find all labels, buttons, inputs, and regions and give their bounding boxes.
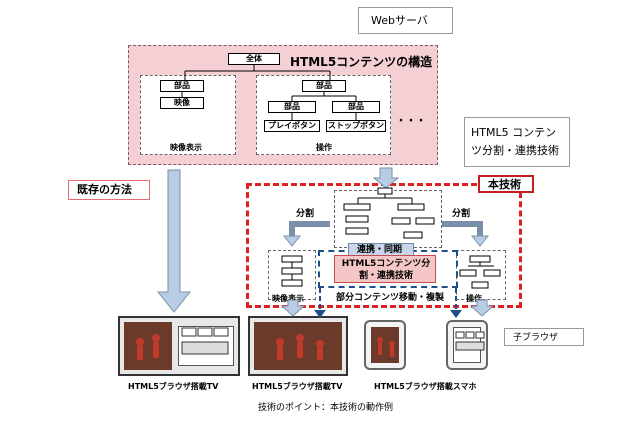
phone-caption: HTML5ブラウザ搭載スマホ — [374, 382, 477, 391]
child-browser-label: 子ブラウザ — [513, 333, 559, 343]
split-left-label: 分割 — [296, 209, 315, 219]
stop-button-node: ストップボタン — [326, 120, 386, 132]
tech-label: HTML5 コンテンツ分割・連携技術 — [471, 126, 559, 157]
play-parts-node: 部品 — [268, 101, 316, 113]
video-display-label: 映像表示 — [272, 294, 304, 303]
left-video-node: 映像 — [160, 97, 204, 109]
stop-parts-node: 部品 — [332, 101, 380, 113]
tv1-screen — [124, 322, 172, 370]
split-right-label: 分割 — [452, 209, 471, 219]
left-group-caption: 映像表示 — [170, 143, 202, 152]
web-server-label: Webサーバ — [371, 14, 428, 27]
center-arrow — [372, 167, 400, 189]
right-group-box — [256, 75, 391, 155]
operation-label: 操作 — [466, 294, 482, 303]
center-tech-label: HTML5コンテンツ分割・連携技術 — [341, 259, 431, 281]
right-group-caption: 操作 — [316, 143, 332, 152]
partial-move-label: 部分コンテンツ移動・複製 — [336, 293, 445, 303]
center-tech-box: HTML5コンテンツ分割・連携技術 — [334, 255, 436, 283]
tv2-caption: HTML5ブラウザ搭載TV — [252, 382, 343, 391]
this-tech-label: 本技術 — [488, 178, 521, 191]
structure-title: HTML5コンテンツの構造 — [290, 55, 433, 69]
ellipsis: ・・・ — [396, 116, 426, 127]
existing-method-box: 既存の方法 — [68, 180, 150, 200]
tech-label-box: HTML5 コンテンツ分割・連携技術 — [464, 117, 570, 167]
tv1-caption: HTML5ブラウザ搭載TV — [128, 382, 219, 391]
this-tech-label-box: 本技術 — [478, 175, 534, 193]
existing-method-label: 既存の方法 — [77, 183, 132, 196]
root-node: 全体 — [228, 53, 280, 65]
figure-caption: 技術のポイント：本技術の動作例 — [258, 403, 394, 413]
phone-frame — [364, 320, 406, 370]
existing-arrow — [156, 169, 192, 313]
play-button-node: プレイボタン — [264, 120, 320, 132]
sync-label: 連携・同期 — [357, 245, 403, 255]
child-browser-box: 子ブラウザ — [504, 328, 584, 346]
web-server-box: Webサーバ — [358, 7, 453, 34]
left-parts-node: 部品 — [160, 80, 204, 92]
right-parts-node: 部品 — [302, 80, 346, 92]
